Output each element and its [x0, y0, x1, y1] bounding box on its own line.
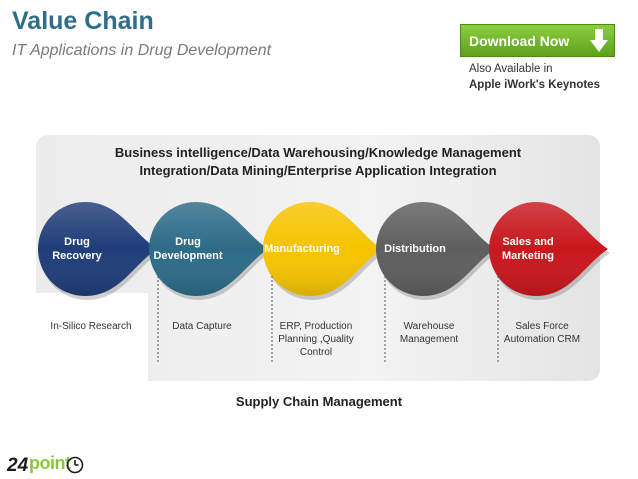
- page-title: Value Chain: [12, 7, 154, 35]
- also-available-text: Also Available in: [469, 63, 553, 75]
- logo-word: point: [29, 453, 71, 473]
- page-subtitle: IT Applications in Drug Development: [12, 42, 272, 59]
- clock-icon: [66, 456, 84, 474]
- stage-shine: [38, 202, 157, 296]
- logo-number: 24: [7, 455, 29, 476]
- stage-shine: [149, 202, 268, 296]
- download-now-button[interactable]: Download Now: [460, 24, 615, 57]
- bi-label-line1: Business intelligence/Data Warehousing/K…: [114, 145, 522, 160]
- download-arrow-icon: [590, 29, 608, 52]
- stage-label: Manufacturing: [264, 243, 340, 255]
- stage-sub-label: Data Capture: [172, 321, 232, 332]
- stage-shine: [489, 202, 608, 296]
- supply-chain-label: Supply Chain Management: [235, 394, 403, 409]
- stage-shine: [263, 202, 382, 296]
- bi-label-line2: Integration/Data Mining/Enterprise Appli…: [139, 163, 497, 178]
- stage-sub-label: In-Silico Research: [50, 321, 132, 332]
- iwork-keynotes-text: Apple iWork's Keynotes: [469, 79, 600, 91]
- stage-label: Distribution: [384, 243, 446, 255]
- panel-notch: [30, 293, 148, 389]
- stage-shine: [376, 202, 495, 296]
- download-button-label: Download Now: [469, 33, 570, 49]
